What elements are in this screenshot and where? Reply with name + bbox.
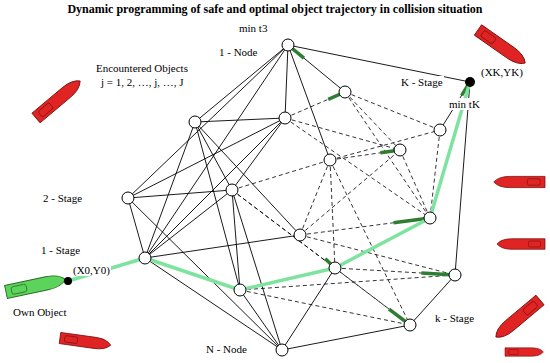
diagram-title: Dynamic programming of safe and optimal … (0, 2, 550, 17)
ship-hull (5, 273, 67, 299)
graph-node (329, 262, 341, 274)
graph-edge-dashed (300, 150, 400, 235)
graph-edge (195, 122, 300, 235)
graph-edge (195, 122, 240, 290)
ship-icon (505, 348, 543, 356)
label: 1 - Node (218, 46, 259, 58)
graph-edge-dashed (345, 92, 430, 218)
ship-hull (492, 295, 544, 342)
label: 2 - Stage (42, 192, 83, 204)
graph-edge (145, 190, 232, 258)
graph-edge (145, 122, 195, 258)
graph-edge-dashed (330, 160, 335, 268)
graph-edge-dashed (400, 150, 430, 218)
graph-edge (128, 190, 232, 198)
ship-cabin (523, 301, 539, 316)
graph-node (449, 269, 461, 281)
graph-edge (240, 290, 282, 350)
graph-edge (288, 45, 345, 92)
ship-cabin (529, 241, 541, 247)
label: K - Stage (400, 76, 444, 88)
graph-edge-dashed (345, 92, 440, 130)
label: j = 1, 2, …, j, …, J (100, 76, 185, 88)
graph-edge (282, 268, 335, 350)
label: Own Object (12, 306, 67, 318)
graph-edge (145, 118, 285, 258)
graph-edge-dashed (285, 118, 430, 218)
ship-icon (59, 332, 111, 350)
graph-edge-dashed (232, 190, 335, 268)
graph-edge-dashed (232, 160, 330, 190)
ship-hull (494, 176, 545, 187)
graph-node (324, 154, 336, 166)
graph-node (394, 144, 406, 156)
graph-edge-dashed (335, 268, 455, 275)
graph-edge-dashed (285, 118, 400, 150)
label: 1 - Stage (40, 244, 81, 256)
graph-node (234, 284, 246, 296)
ship-icon (474, 25, 528, 68)
graph-node (276, 344, 288, 356)
ship-hull (505, 348, 543, 356)
graph-edge (145, 258, 282, 350)
graph-node (424, 212, 436, 224)
graph-edge (232, 190, 282, 350)
label: Encountered Objects (95, 62, 189, 74)
graph-edge-dashed (345, 92, 400, 150)
ship-cabin (509, 350, 519, 355)
ship-cabin (64, 335, 78, 343)
ship-icon (492, 295, 544, 342)
label: k - Stage (434, 312, 475, 324)
graph-node (404, 319, 416, 331)
ship-cabin (38, 103, 54, 118)
ship-icon (494, 176, 545, 187)
ship-cabin (11, 284, 27, 295)
ship-hull (497, 239, 545, 250)
label: N - Node (205, 343, 248, 355)
graph-edge-dashed (300, 160, 330, 235)
graph-edge (282, 325, 410, 350)
graph-edge-dashed (285, 92, 345, 118)
graph-edge-dashed (240, 290, 410, 325)
end-point (465, 77, 475, 87)
label: min t3 (238, 22, 268, 34)
graph-node (434, 124, 446, 136)
ship-icon (5, 273, 67, 299)
label: min tK (448, 98, 481, 110)
ship-cabin (480, 30, 496, 44)
graph-edge (128, 118, 285, 198)
graph-node (294, 229, 306, 241)
graph-node (226, 184, 238, 196)
graph-edge (285, 45, 288, 118)
label: (XK,YK) (480, 66, 524, 78)
label: (X0,Y0) (72, 264, 111, 276)
ship-icon (497, 239, 545, 250)
graph-node (282, 39, 294, 51)
graph-edge (195, 122, 232, 190)
ship-hull (59, 332, 111, 350)
graph-edge (195, 45, 288, 122)
graph-edge (232, 190, 240, 290)
start-point (64, 277, 72, 285)
graph-edge (232, 118, 285, 190)
ship-hull (474, 25, 528, 68)
graph-node (279, 112, 291, 124)
graph-node (339, 86, 351, 98)
graph-edge (145, 235, 300, 258)
graph-edge (128, 198, 282, 350)
ship-icon (32, 76, 84, 123)
ship-cabin (527, 179, 540, 185)
optimal-trajectory (68, 82, 470, 290)
graph-edge (195, 118, 285, 122)
ship-hull (32, 76, 84, 123)
graph-node (189, 116, 201, 128)
graph-node (122, 192, 134, 204)
graph-node (139, 252, 151, 264)
graph-edge-dashed (330, 160, 410, 325)
graph-edge-dashed (232, 190, 410, 325)
